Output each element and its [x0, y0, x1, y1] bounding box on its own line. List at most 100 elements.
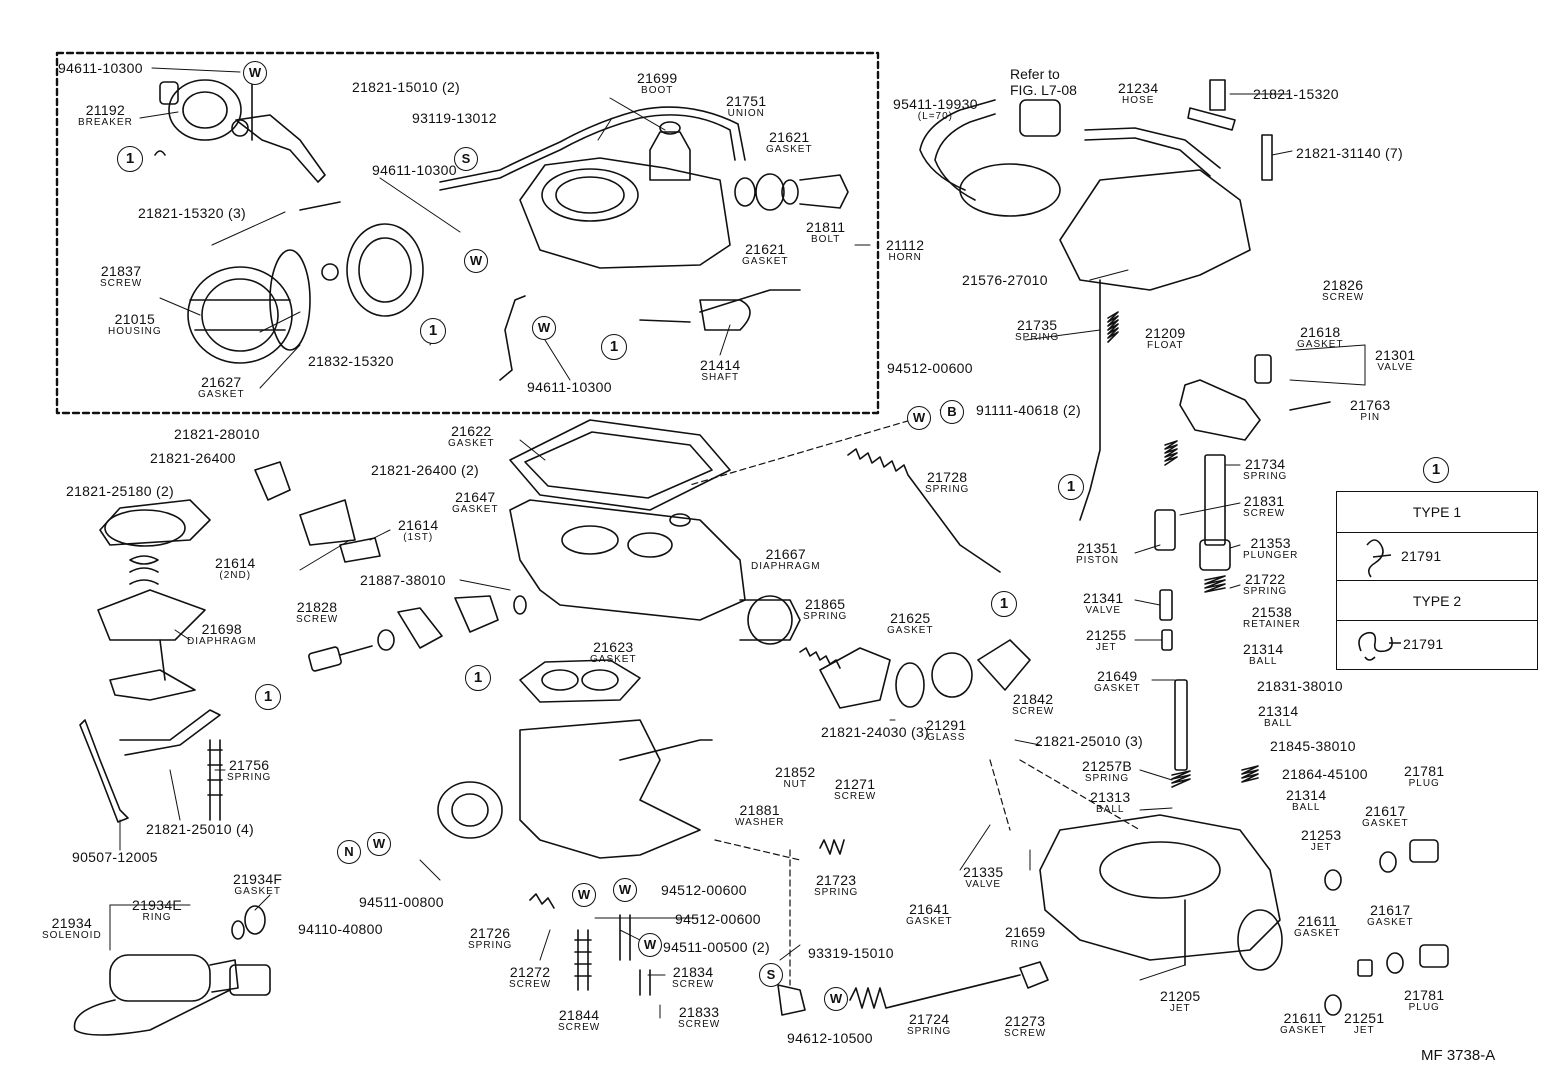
figure-id: MF 3738-A	[1421, 1047, 1496, 1064]
subassembly-frame	[55, 51, 880, 415]
washer-marker: W	[907, 406, 931, 430]
callout: 94511-00500 (2)	[663, 939, 770, 955]
callout: 21614(2ND)	[215, 555, 256, 581]
callout: 94611-10300	[372, 162, 457, 178]
legend-type1-part-number: 21791	[1401, 548, 1442, 564]
legend-type2-part: 21791	[1337, 620, 1537, 669]
callout: 21832-15320	[308, 353, 394, 369]
callout: 90507-12005	[72, 849, 158, 865]
reference-note-line1: Refer to	[1010, 66, 1060, 82]
air-horn-drawing	[519, 121, 849, 269]
washer-marker: W	[572, 883, 596, 907]
bolt-marker: B	[940, 400, 964, 424]
callout: 93319-15010	[808, 945, 894, 961]
callout: 21614(1ST)	[398, 517, 439, 543]
callout: 94612-10500	[787, 1030, 873, 1046]
spring-washer-marker: S	[454, 147, 478, 171]
callout: 21821-15320 (3)	[138, 205, 247, 221]
callout: 94110-40800	[298, 921, 383, 937]
clip-type1-icon	[1366, 539, 1392, 578]
washer-marker: W	[638, 933, 662, 957]
callout: 21821-24030 (3)	[821, 724, 930, 740]
legend-type1: TYPE 1	[1337, 492, 1537, 532]
reference-note: Refer to FIG. L7-08	[1010, 66, 1077, 98]
callout: 21576-27010	[962, 272, 1048, 288]
marker-one: 1	[255, 684, 281, 710]
clip-type2-icon	[1358, 631, 1401, 661]
callout: 21821-25010 (4)	[146, 821, 255, 837]
callout: 21821-26400 (2)	[371, 462, 480, 478]
callout: 21821-15320	[1253, 86, 1339, 102]
marker-one: 1	[420, 318, 446, 344]
spring-21726	[529, 893, 555, 909]
spring-washer-marker: S	[759, 963, 783, 987]
type-legend: 1 TYPE 1 21791 TYPE 2 21791	[1336, 457, 1538, 670]
callout: 21821-28010	[174, 426, 260, 442]
main-body-drawing	[509, 419, 801, 645]
callout: 93119-13012	[412, 110, 497, 126]
washer-marker: W	[613, 878, 637, 902]
legend-type2: TYPE 2	[1337, 580, 1537, 621]
relation-lines	[689, 414, 1141, 986]
marker-one: 1	[1058, 474, 1084, 500]
solenoid-drawing	[73, 905, 271, 1036]
spring-21723	[819, 839, 845, 855]
callout: 21821-15010 (2)	[352, 79, 461, 95]
callout: 21821-25180 (2)	[66, 483, 175, 499]
washer-marker: W	[532, 316, 556, 340]
spring-21257B	[1171, 770, 1191, 788]
spring-21865	[799, 647, 841, 669]
callout: 95411-19930(L=70)	[893, 96, 978, 122]
marker-one: 1	[465, 665, 491, 691]
throttle-body-drawing	[437, 659, 713, 859]
legend-type2-label: TYPE 2	[1412, 593, 1462, 609]
reference-note-line2: FIG. L7-08	[1010, 82, 1077, 98]
